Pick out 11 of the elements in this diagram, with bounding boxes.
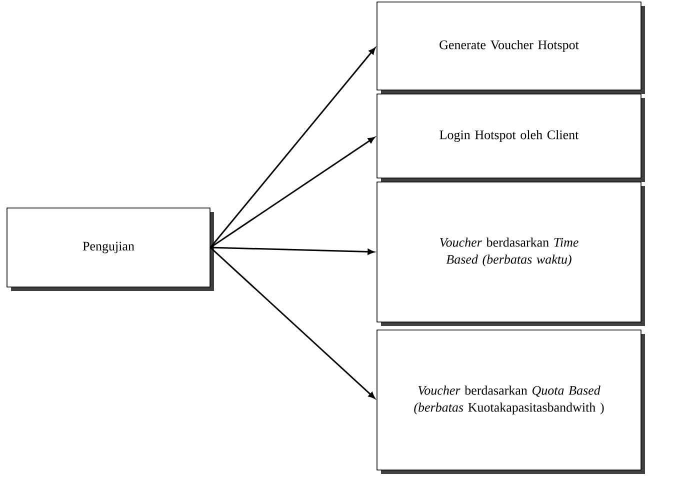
process-box: Voucher berdasarkan Quota Based (berbatas Kuotakapasitasbandwith ) — [376, 330, 645, 474]
arrow — [210, 136, 375, 248]
process-box: Voucher berdasarkan Time Based (berbatas waktu) — [376, 182, 645, 326]
node-label: Voucher berdasarkan Time Based (berbatas waktu) — [440, 238, 578, 266]
process-box: Pengujian — [6, 208, 214, 291]
arrow — [210, 246, 374, 255]
process-box: Login Hotspot oleh Client — [376, 94, 645, 182]
node-label: Login Hotspot oleh Client — [440, 130, 579, 142]
process-box: Generate Voucher Hotspot — [376, 2, 645, 94]
arrow — [210, 48, 376, 248]
arrow — [210, 246, 376, 399]
